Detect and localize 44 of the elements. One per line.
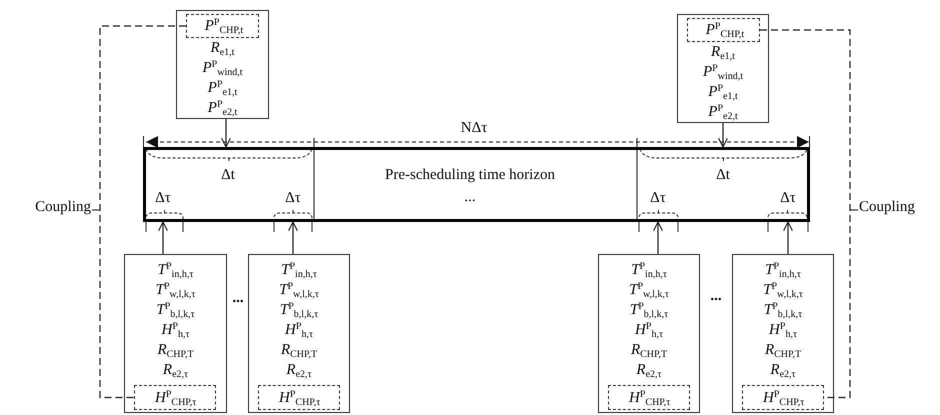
interval-label: Δτ: [780, 189, 796, 207]
arrow: [718, 123, 728, 148]
coupling-variable-box: [742, 385, 824, 410]
interval-label: Δτ: [650, 189, 666, 207]
arrow: [652, 221, 664, 254]
variable-label: R$_{CHP,T}$: [280, 341, 318, 359]
variable-box: [598, 254, 700, 413]
interval-label: Δτ: [285, 189, 301, 207]
coupling-variable-box: [134, 385, 216, 410]
coupling-variable-box: [186, 14, 259, 38]
time-horizon-bar: [143, 147, 810, 222]
variable-label: R$_{e1,t}$: [210, 39, 236, 57]
arrow: [288, 221, 298, 254]
horizon-title: Pre-scheduling time horizon: [384, 166, 556, 184]
interval-label: Δt: [221, 166, 235, 184]
variable-label: R$_{CHP,T}$: [156, 341, 195, 359]
arrow: [158, 221, 168, 254]
arrow: [782, 221, 794, 254]
variable-box: [176, 10, 269, 119]
coupling-variable-box: [258, 385, 340, 410]
variable-label: R$_{CHP,T}$: [630, 341, 668, 359]
variable-label: R$_{e2,τ}$: [769, 361, 797, 379]
variable-label: R$_{e2,τ}$: [635, 361, 663, 379]
interval-label: Δτ: [155, 189, 171, 207]
variable-label: R$_{e2,τ}$: [285, 361, 313, 379]
interval-label: Δt: [716, 166, 730, 184]
variable-box: [124, 254, 227, 413]
variable-label: R$_{e2,τ}$: [162, 361, 190, 379]
variable-label: R$_{e1,t}$: [710, 43, 736, 61]
variable-box: [677, 14, 769, 123]
edge-label: Coupling: [35, 198, 91, 216]
ellipsis: ...: [463, 188, 477, 206]
coupling-line: [760, 29, 851, 398]
coupling-line: [99, 25, 186, 398]
edge-label: Coupling: [859, 198, 915, 216]
variable-box: [732, 254, 834, 413]
coupling-variable-box: [687, 18, 760, 42]
coupling-variable-box: [608, 385, 690, 410]
arrow: [220, 119, 232, 148]
variable-box: [248, 254, 350, 413]
variable-label: R$_{CHP,T}$: [764, 341, 802, 359]
ellipsis: ...: [710, 287, 722, 305]
ellipsis: ...: [232, 289, 244, 307]
dimension-label: NΔτ: [460, 119, 488, 137]
